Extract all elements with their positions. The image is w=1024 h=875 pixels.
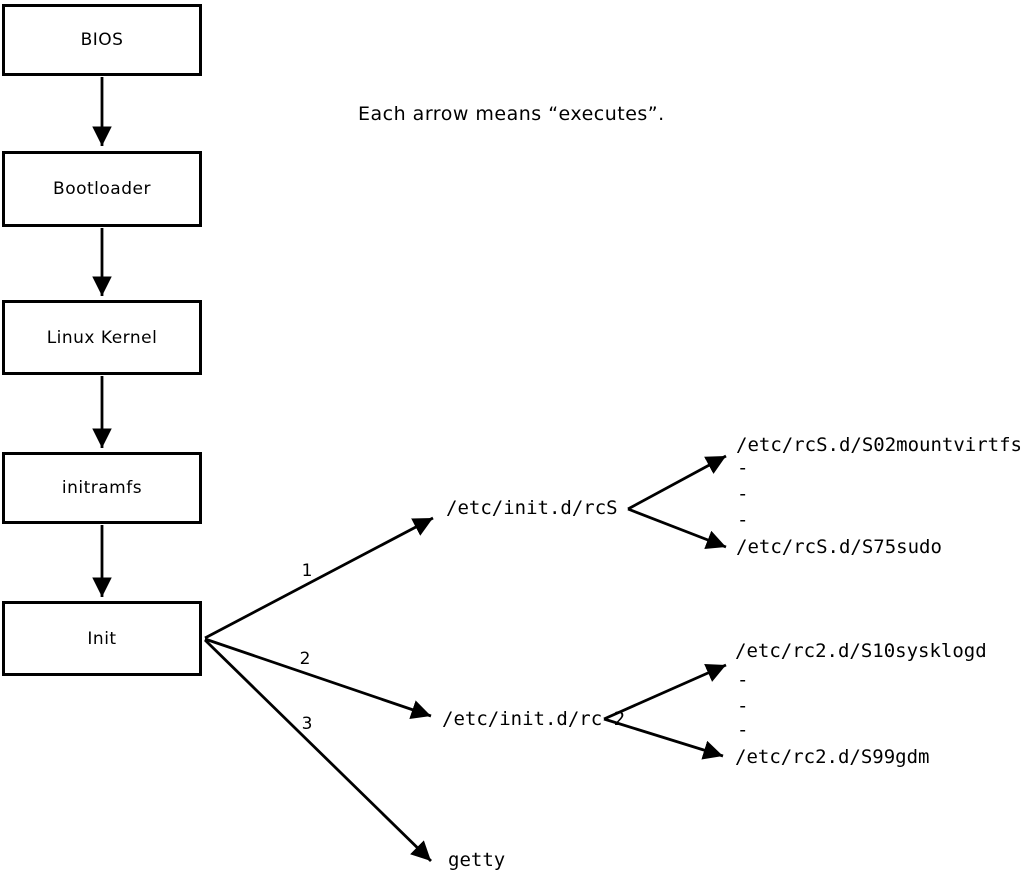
label-etc-rc2-s99gdm: /etc/rc2.d/S99gdm xyxy=(735,746,930,768)
label-getty: getty xyxy=(448,849,506,871)
label-rcs-dash-3: - xyxy=(737,509,749,531)
label-etc-rc2-s10sysklogd: /etc/rc2.d/S10sysklogd xyxy=(735,640,987,662)
label-etc-init-d-rc2: /etc/init.d/rc 2 xyxy=(442,708,626,730)
arrow-rc2-to-s10sysklogd xyxy=(603,663,727,721)
arrow-rcs-to-s75sudo xyxy=(627,507,727,550)
node-initramfs: initramfs xyxy=(2,452,202,524)
arrow-rc2-to-s99gdm xyxy=(603,717,724,760)
label-rc2-dash-1: - xyxy=(737,669,749,691)
node-bios-label: BIOS xyxy=(80,30,124,50)
arrow-init-to-getty xyxy=(204,638,432,863)
node-init-label: Init xyxy=(87,628,117,649)
branch-1-number: 1 xyxy=(301,561,313,581)
branch-2-number: 2 xyxy=(299,649,311,669)
node-init: Init xyxy=(2,601,202,676)
label-etc-init-d-rcs: /etc/init.d/rcS xyxy=(446,497,618,519)
node-bios: BIOS xyxy=(2,4,202,76)
label-rc2-dash-3: - xyxy=(737,719,749,741)
label-rc2-dash-2: - xyxy=(737,695,749,717)
label-etc-rcs-s75sudo: /etc/rcS.d/S75sudo xyxy=(736,536,942,558)
node-initramfs-label: initramfs xyxy=(61,478,143,498)
node-linux-kernel-label: Linux Kernel xyxy=(46,327,158,348)
node-bootloader: Bootloader xyxy=(2,151,202,227)
arrow-init-to-rc2 xyxy=(204,637,432,719)
node-bootloader-label: Bootloader xyxy=(53,179,151,199)
branch-3-number: 3 xyxy=(301,714,313,734)
arrow-rcs-to-s02mountvirtfs xyxy=(627,454,727,511)
legend-note: Each arrow means “executes”. xyxy=(358,103,665,125)
arrow-init-to-rcs xyxy=(204,516,434,640)
label-rcs-dash-1: - xyxy=(737,457,749,479)
node-linux-kernel: Linux Kernel xyxy=(2,300,202,375)
label-rcs-dash-2: - xyxy=(737,483,749,505)
label-etc-rcs-s02mountvirtfs: /etc/rcS.d/S02mountvirtfs xyxy=(736,434,1022,456)
